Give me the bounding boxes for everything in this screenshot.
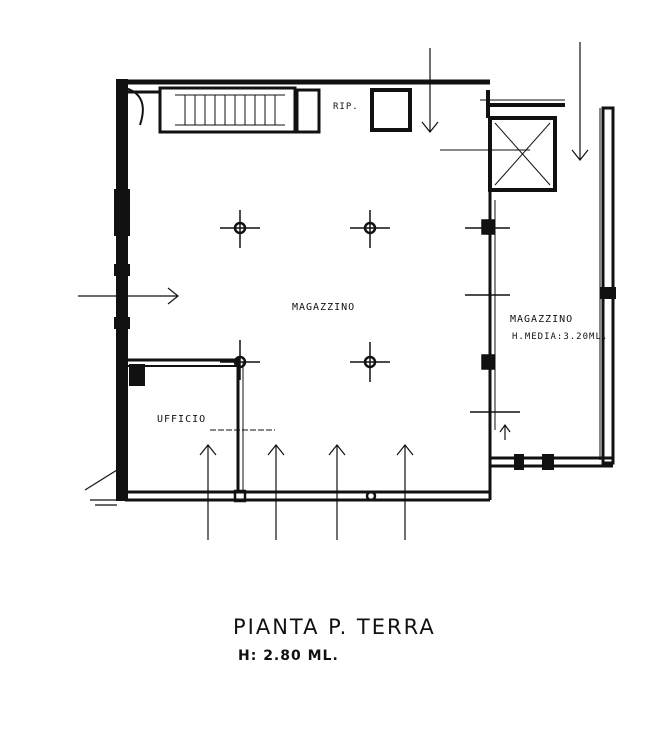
room-label-main-storage: MAGAZZINO: [292, 302, 356, 313]
side-annex-walls: [490, 106, 616, 470]
section-arrows: [78, 42, 589, 540]
entrance-steps: [84, 469, 118, 506]
staircase: [124, 87, 285, 126]
room-label-side-storage: MAGAZZINO: [510, 314, 574, 325]
drawing-title: PIANTA P. TERRA: [233, 615, 436, 639]
left-wall-piers: [114, 189, 145, 386]
height-note: H: 2.80 ML.: [238, 648, 339, 664]
room-label-storeroom: RIP.: [333, 102, 359, 112]
elevator-shaft: [440, 99, 565, 192]
room-label-office: UFFICIO: [157, 414, 207, 425]
side-storage-height: H.MEDIA:3.20ML.: [512, 332, 609, 342]
columns: [220, 210, 520, 503]
outer-walls: [116, 79, 496, 502]
office-partitions: [127, 358, 275, 492]
